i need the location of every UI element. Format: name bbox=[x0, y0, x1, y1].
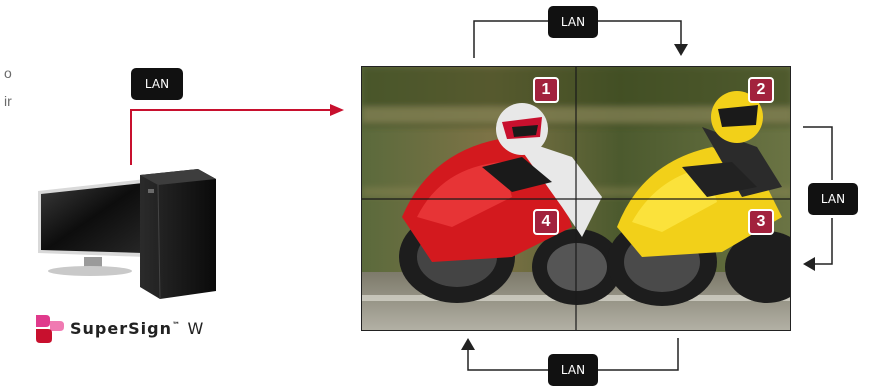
bottom-loop-line bbox=[598, 338, 679, 371]
bottom-loop-arrowhead bbox=[461, 338, 475, 350]
trademark-symbol: ™ bbox=[171, 320, 181, 330]
tile-badge-4: 4 bbox=[533, 209, 559, 235]
supersign-suffix: W bbox=[187, 319, 205, 338]
monitor bbox=[38, 179, 146, 276]
clipped-text-line-1: o bbox=[4, 65, 12, 81]
pc-to-wall-arrowhead bbox=[330, 104, 344, 116]
yellow-motorcycle bbox=[607, 91, 790, 306]
top-loop-line bbox=[473, 20, 548, 58]
tile-badge-3: 3 bbox=[748, 209, 774, 235]
top-loop-arrowhead bbox=[674, 44, 688, 56]
right-loop-arrowhead bbox=[803, 257, 815, 271]
supersign-w-logo: SuperSign™ W bbox=[34, 313, 224, 347]
top-loop-line-right bbox=[598, 20, 682, 44]
pc-illustration bbox=[38, 169, 216, 300]
lan-badge-top: LAN bbox=[548, 6, 598, 38]
lan-badge-bottom: LAN bbox=[548, 354, 598, 386]
supersign-brand-text: SuperSign bbox=[70, 319, 172, 338]
supersign-wordmark: SuperSign™ W bbox=[70, 319, 204, 338]
right-loop-line bbox=[803, 126, 833, 180]
tile-badge-1: 1 bbox=[533, 77, 559, 103]
supersign-logo-icon bbox=[36, 315, 64, 343]
motorcycle-race-image bbox=[362, 67, 790, 330]
bottom-loop-line-left bbox=[467, 350, 548, 371]
lan-badge-pc: LAN bbox=[131, 68, 183, 100]
tower bbox=[140, 169, 216, 300]
lan-badge-right: LAN bbox=[808, 183, 858, 215]
right-loop-line-lower bbox=[815, 218, 833, 265]
pc-to-wall-line bbox=[130, 109, 330, 165]
video-wall: 1 2 3 4 bbox=[361, 66, 791, 331]
clipped-text-line-2: ir bbox=[4, 93, 12, 109]
tile-badge-2: 2 bbox=[748, 77, 774, 103]
